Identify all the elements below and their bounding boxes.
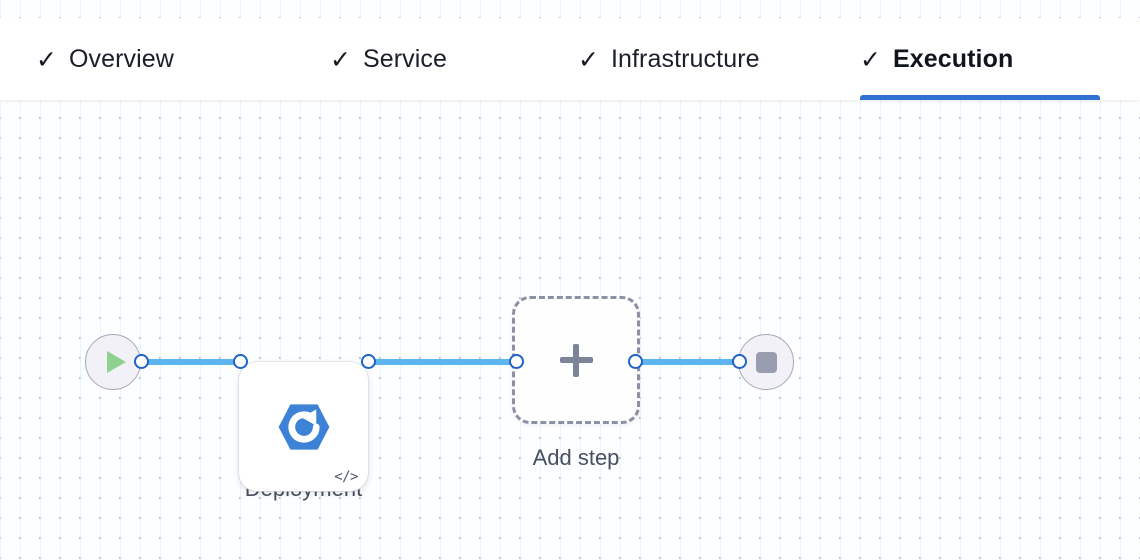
tab-label: Service	[362, 44, 448, 73]
tab-label: Overview	[68, 44, 174, 73]
check-icon: ✓	[36, 44, 57, 74]
handle-addstep-input[interactable]	[509, 354, 524, 369]
tab-service[interactable]: ✓ Service	[330, 18, 510, 100]
end-node[interactable]	[738, 334, 794, 390]
tab-active-underline	[860, 95, 1100, 100]
tabs-row: ✓ Overview ✓ Service ✓ Infrastructure ✓ …	[0, 18, 1140, 100]
handle-rollout-output[interactable]	[361, 354, 376, 369]
start-node[interactable]	[85, 334, 141, 390]
code-badge-icon[interactable]: </>	[334, 469, 358, 485]
pipeline-stage-tabbar: ✓ Overview ✓ Service ✓ Infrastructure ✓ …	[0, 18, 1140, 100]
rollout-deployment-card[interactable]: </>	[239, 362, 368, 491]
execution-flow-graph[interactable]: </> Rollout Deployment Add step	[0, 100, 1140, 560]
handle-addstep-output[interactable]	[628, 354, 643, 369]
tab-label: Infrastructure	[610, 44, 760, 73]
edge-rollout-to-addstep	[368, 359, 516, 365]
tab-infrastructure[interactable]: ✓ Infrastructure	[578, 18, 828, 100]
tab-execution[interactable]: ✓ Execution	[860, 18, 1100, 100]
add-step-label: Add step	[532, 445, 620, 470]
tab-label: Execution	[892, 44, 1014, 73]
check-icon: ✓	[330, 44, 351, 74]
handle-start-output[interactable]	[134, 354, 149, 369]
check-icon: ✓	[860, 44, 881, 74]
tab-overview[interactable]: ✓ Overview	[36, 18, 250, 100]
play-icon	[106, 351, 126, 373]
handle-rollout-input[interactable]	[233, 354, 248, 369]
check-icon: ✓	[578, 44, 599, 74]
edge-start-to-rollout	[141, 359, 241, 365]
handle-end-input[interactable]	[732, 354, 747, 369]
plus-icon	[559, 343, 593, 377]
rollout-deployment-icon	[278, 403, 329, 450]
stop-icon	[755, 351, 777, 373]
add-step-node[interactable]	[512, 296, 640, 424]
edge-addstep-to-end	[635, 359, 739, 365]
